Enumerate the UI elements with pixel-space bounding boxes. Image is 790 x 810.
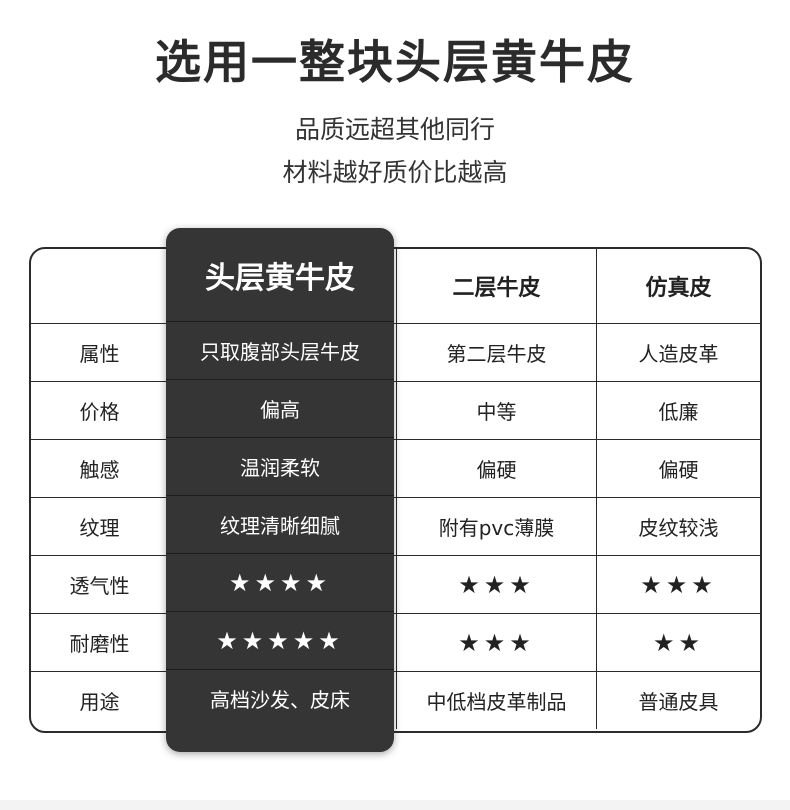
cell-faux: 偏硬 (596, 440, 760, 497)
cell-faux: 皮纹较浅 (596, 498, 760, 555)
row-label: 用途 (79, 690, 120, 714)
subtitle-line-2: 材料越好质价比越高 (282, 158, 508, 187)
table-row: 触感 偏硬 偏硬 (31, 439, 760, 497)
cell-top-grain: 高档沙发、皮床 (166, 669, 394, 727)
row-label: 耐磨性 (69, 632, 130, 656)
page-title: 选用一整块头层黄牛皮 (155, 35, 635, 89)
cell-top-grain: 只取腹部头层牛皮 (166, 321, 394, 379)
row-label: 纹理 (79, 516, 120, 540)
star-rating: ★★★★★ (166, 611, 394, 669)
cell-second-layer: 附有pvc薄膜 (396, 498, 596, 555)
cell-second-layer: 中低档皮革制品 (396, 672, 596, 729)
cell-top-grain: 纹理清晰细腻 (166, 495, 394, 553)
table-row: 透气性 ★★★ ★★★ (31, 555, 760, 613)
star-rating: ★★★ (396, 614, 596, 671)
table-row: 耐磨性 ★★★ ★★ (31, 613, 760, 671)
row-label: 透气性 (69, 574, 130, 598)
cell-top-grain: 温润柔软 (166, 437, 394, 495)
cell-top-grain: 偏高 (166, 379, 394, 437)
row-label: 属性 (79, 342, 120, 366)
star-rating: ★★★★ (166, 553, 394, 611)
comparison-table: 二层牛皮 仿真皮 属性 第二层牛皮 人造皮革 价格 中等 低廉 触感 偏硬 偏硬… (29, 247, 762, 733)
table-header-row: 二层牛皮 仿真皮 (31, 249, 760, 323)
row-label: 价格 (79, 400, 120, 424)
table-row: 用途 中低档皮革制品 普通皮具 (31, 671, 760, 729)
header-corner-cell (31, 249, 168, 323)
cell-second-layer: 偏硬 (396, 440, 596, 497)
table-row: 价格 中等 低廉 (31, 381, 760, 439)
highlight-column-top-grain-leather: 头层黄牛皮 只取腹部头层牛皮 偏高 温润柔软 纹理清晰细腻 ★★★★ ★★★★★… (166, 228, 394, 752)
cell-second-layer: 中等 (396, 382, 596, 439)
table-row: 属性 第二层牛皮 人造皮革 (31, 323, 760, 381)
bottom-divider (0, 800, 790, 810)
table-row: 纹理 附有pvc薄膜 皮纹较浅 (31, 497, 760, 555)
cell-faux: 人造皮革 (596, 324, 760, 381)
header-faux-leather: 仿真皮 (596, 249, 760, 323)
star-rating: ★★ (596, 614, 760, 671)
star-rating: ★★★ (396, 556, 596, 613)
header-second-layer-leather: 二层牛皮 (396, 249, 596, 323)
star-rating: ★★★ (596, 556, 760, 613)
row-label: 触感 (79, 458, 120, 482)
cell-faux: 低廉 (596, 382, 760, 439)
header-top-grain-leather: 头层黄牛皮 (205, 260, 355, 296)
cell-second-layer: 第二层牛皮 (396, 324, 596, 381)
subtitle-line-1: 品质远超其他同行 (294, 115, 495, 144)
cell-faux: 普通皮具 (596, 672, 760, 729)
